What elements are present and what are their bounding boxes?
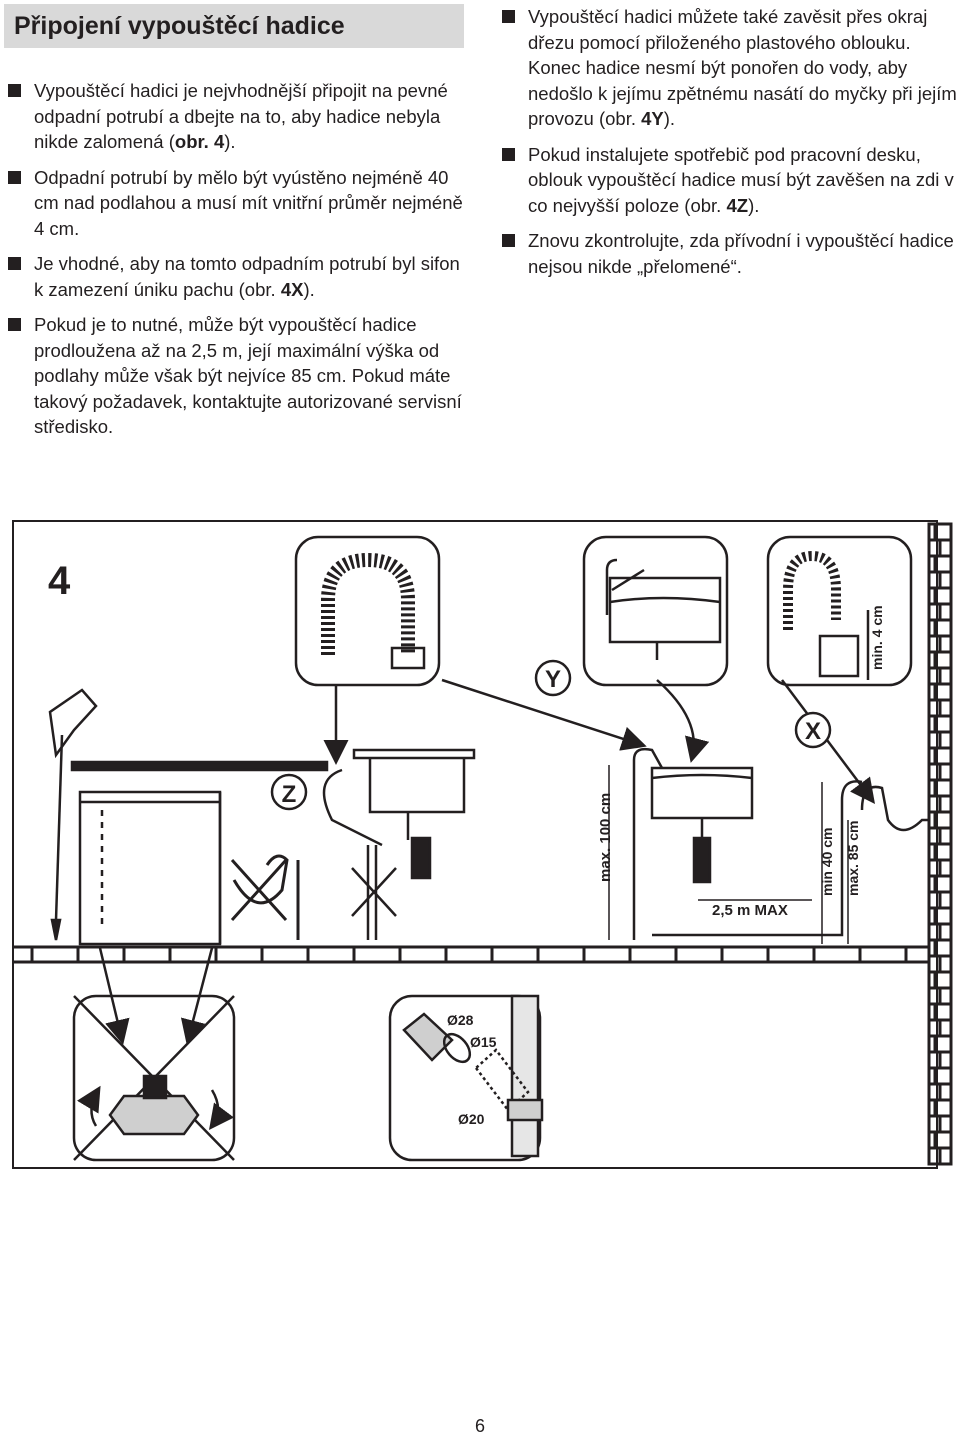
right-text-column: Vypouštěcí hadici můžete také zavěsit př… bbox=[502, 4, 958, 289]
bullet-text: Pokud je to nutné, může být vypouštěcí h… bbox=[34, 314, 462, 437]
bullet-item: Je vhodné, aby na tomto odpadním potrubí… bbox=[8, 251, 468, 302]
foot-arrows bbox=[98, 947, 214, 1045]
bullet-text: Znovu zkontrolujte, zda přívodní i vypou… bbox=[528, 230, 954, 277]
brick-wall bbox=[927, 522, 953, 1166]
detail-circle-sink-hook bbox=[582, 535, 729, 687]
label-d28: Ø28 bbox=[447, 1012, 474, 1028]
label-y-circle bbox=[534, 659, 572, 697]
bullet-text: Pokud instalujete spotřebič pod pracovní… bbox=[528, 143, 954, 216]
bullet-item: Odpadní potrubí by mělo být vyústěno nej… bbox=[8, 165, 468, 242]
left-text-column: Vypouštěcí hadici je nejvhodnější připoj… bbox=[8, 78, 468, 450]
floor-line bbox=[12, 945, 929, 964]
label-x-circle bbox=[794, 711, 832, 749]
bullet-square-icon bbox=[8, 257, 21, 270]
label-length: 2,5 m MAX bbox=[712, 902, 788, 919]
bullet-square-icon bbox=[8, 170, 21, 184]
callout-arrows bbox=[323, 678, 875, 804]
figure-frame bbox=[12, 520, 938, 1169]
sink-drawing bbox=[322, 748, 476, 940]
bullet-square-icon bbox=[502, 10, 515, 23]
label-y: Y bbox=[545, 666, 561, 693]
detail-circle-foot bbox=[72, 994, 236, 1162]
bullet-square-icon bbox=[8, 84, 21, 97]
figure-number: 4 bbox=[48, 559, 71, 603]
bullet-item: Znovu zkontrolujte, zda přívodní i vypou… bbox=[502, 228, 958, 279]
label-d20: Ø20 bbox=[458, 1111, 485, 1127]
bullet-square-icon bbox=[8, 318, 21, 331]
bullet-item: Pokud instalujete spotřebič pod pracovní… bbox=[502, 142, 958, 219]
detail-circle-min4 bbox=[766, 535, 913, 687]
bullet-item: Vypouštěcí hadici můžete také zavěsit př… bbox=[502, 4, 958, 132]
bullet-text: Vypouštěcí hadici můžete také zavěsit př… bbox=[528, 6, 957, 129]
label-x: X bbox=[805, 718, 821, 745]
label-z-circle bbox=[270, 773, 308, 811]
label-min40: min 40 cm bbox=[819, 828, 835, 896]
sink-y-drawing bbox=[608, 747, 754, 940]
bullet-text: Je vhodné, aby na tomto odpadním potrubí… bbox=[34, 253, 460, 300]
dishwasher-drawing bbox=[70, 760, 329, 946]
label-max100: max. 100 cm bbox=[597, 793, 614, 882]
label-z: Z bbox=[282, 781, 297, 808]
bullet-text: Odpadní potrubí by mělo být vyústěno nej… bbox=[34, 166, 463, 239]
page-number: 6 bbox=[474, 1416, 485, 1436]
trap-x-drawing bbox=[652, 780, 928, 944]
bullet-item: Pokud je to nutné, může být vypouštěcí h… bbox=[8, 312, 468, 440]
label-min4: min. 4 cm bbox=[869, 605, 885, 670]
installation-figure: 4 Z bbox=[12, 520, 957, 1170]
hand-pencil-icon bbox=[48, 688, 98, 941]
section-title: Připojení vypouštěcí hadice bbox=[14, 12, 345, 40]
detail-circle-diameters bbox=[388, 994, 544, 1162]
section-title-bar: Připojení vypouštěcí hadice bbox=[4, 4, 464, 48]
label-max85: max. 85 cm bbox=[845, 821, 861, 897]
bullet-square-icon bbox=[502, 147, 515, 161]
bullet-square-icon bbox=[502, 234, 515, 247]
crossed-trap-drawing bbox=[230, 854, 300, 940]
label-d15: Ø15 bbox=[470, 1034, 497, 1050]
bullet-text: Vypouštěcí hadici je nejvhodnější připoj… bbox=[34, 80, 448, 152]
detail-circle-hose-bend bbox=[294, 535, 441, 687]
bullet-item: Vypouštěcí hadici je nejvhodnější připoj… bbox=[8, 78, 468, 155]
